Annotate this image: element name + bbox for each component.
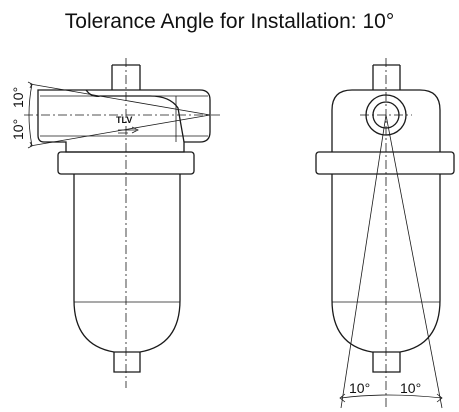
valve-body xyxy=(331,89,441,152)
tlv-logo: TLV xyxy=(116,115,132,125)
tilt-line-upper xyxy=(29,83,211,116)
tilt-label-upper: 10° xyxy=(10,87,26,108)
tilt-arc-arrows xyxy=(27,81,33,149)
tilt-label-right: 10° xyxy=(400,380,421,396)
tilt-line-left xyxy=(340,114,387,409)
diagram-title: Tolerance Angle for Installation: 10° xyxy=(64,10,395,33)
tilt-line-lower xyxy=(29,114,211,147)
side-view: TLV 10° 10° xyxy=(10,58,222,388)
drain-plug xyxy=(113,352,141,373)
top-boss xyxy=(372,64,401,90)
tilt-arc-arrows xyxy=(339,393,443,403)
drain-plug xyxy=(372,352,401,373)
tilt-arc xyxy=(28,83,33,147)
front-view: 10° 10° xyxy=(315,58,455,409)
valve-body xyxy=(37,89,211,153)
tilt-arc xyxy=(340,394,443,399)
bowl xyxy=(73,174,181,353)
body-band xyxy=(315,151,455,175)
tilt-line-right xyxy=(385,114,443,409)
tilt-label-left: 10° xyxy=(349,380,370,396)
tilt-label-lower: 10° xyxy=(10,119,26,140)
